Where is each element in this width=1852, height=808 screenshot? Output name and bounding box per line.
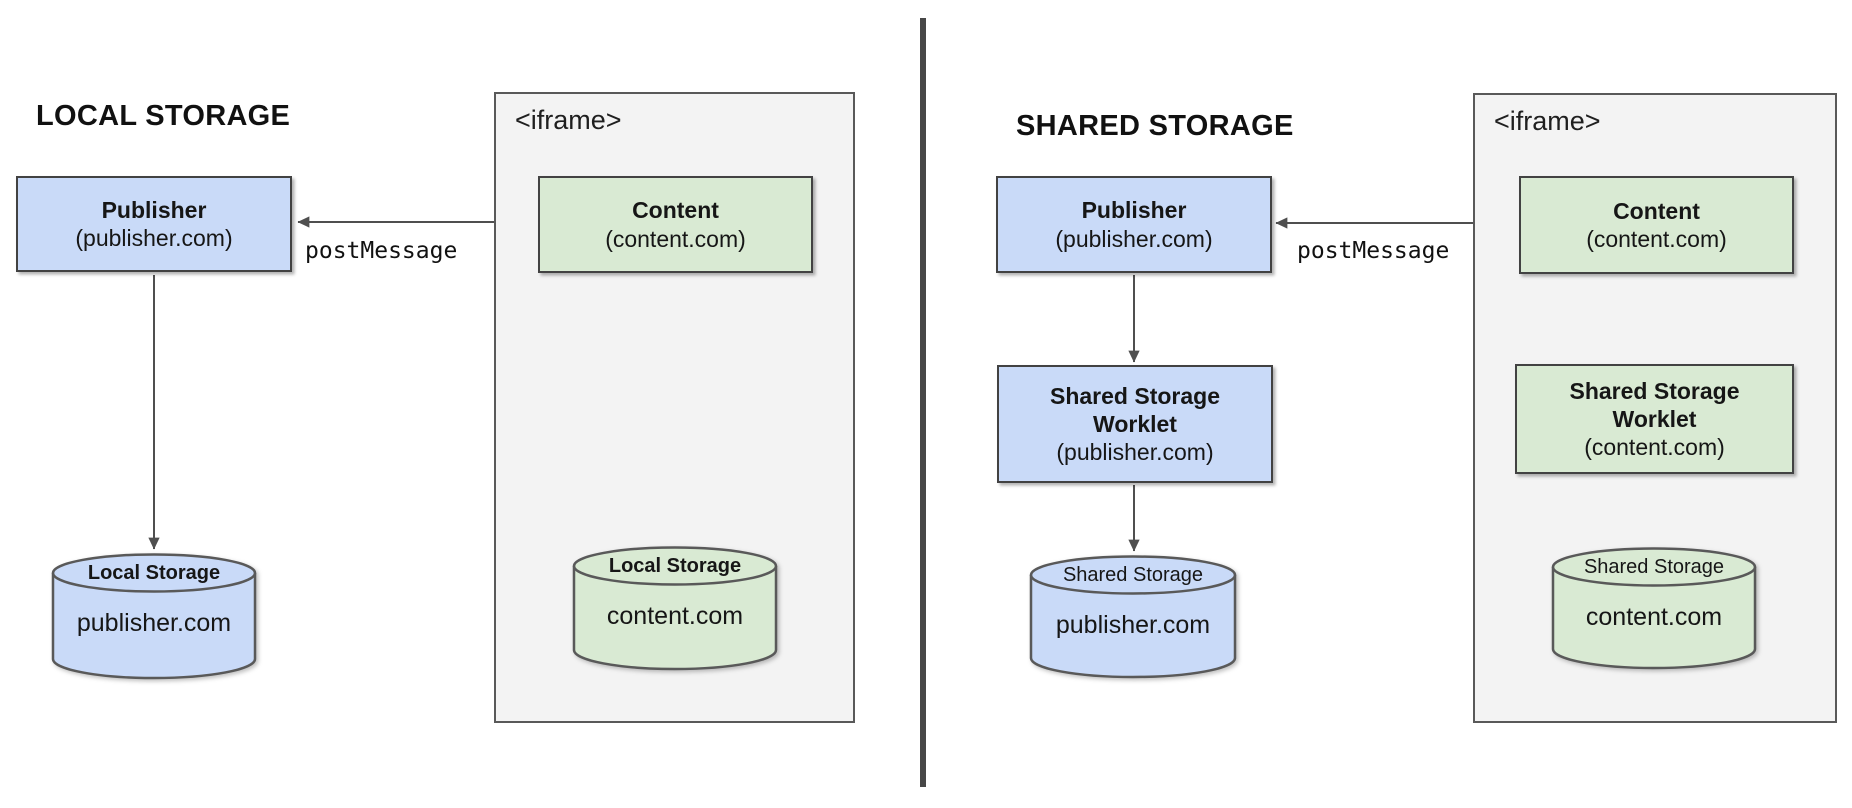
content-storage-cylinder-left: Local Storage content.com xyxy=(572,546,778,671)
publisher-box-right: Publisher (publisher.com) xyxy=(996,176,1272,273)
cylinder-origin: content.com xyxy=(606,602,744,630)
publisher-storage-cylinder-left: Local Storage publisher.com xyxy=(51,553,257,680)
cylinder-label: Shared Storage xyxy=(1583,556,1725,578)
iframe-label-right: <iframe> xyxy=(1494,106,1601,136)
publisher-storage-cylinder-right: Shared Storage publisher.com xyxy=(1029,555,1237,679)
shared-storage-title: SHARED STORAGE xyxy=(1016,110,1294,142)
local-storage-title: LOCAL STORAGE xyxy=(36,100,291,132)
content-name: Content xyxy=(632,197,719,224)
content-box-left: Content (content.com) xyxy=(538,176,813,273)
worklet-line1: Shared Storage xyxy=(1569,377,1740,404)
publisher-name: Publisher xyxy=(1081,197,1187,224)
worklet-line1: Shared Storage xyxy=(1050,382,1220,409)
publisher-origin: (publisher.com) xyxy=(75,225,233,251)
worklet-origin: (content.com) xyxy=(1584,434,1725,461)
cylinder-origin: content.com xyxy=(1585,603,1723,631)
shared-storage-worklet-box-publisher: Shared Storage Worklet (publisher.com) xyxy=(997,365,1273,483)
cylinder-label: Local Storage xyxy=(608,555,742,577)
cylinder-shape xyxy=(1551,547,1757,670)
cylinder-shape xyxy=(572,546,778,671)
worklet-line2: Worklet xyxy=(1093,410,1177,437)
cylinder-shape xyxy=(51,553,257,680)
publisher-name: Publisher xyxy=(101,196,207,223)
content-origin: (content.com) xyxy=(605,225,746,252)
content-box-right: Content (content.com) xyxy=(1519,176,1794,274)
worklet-origin: (publisher.com) xyxy=(1056,439,1214,466)
cylinder-label: Local Storage xyxy=(87,562,221,584)
cylinder-origin: publisher.com xyxy=(76,609,232,637)
publisher-box-left: Publisher (publisher.com) xyxy=(16,176,292,272)
content-name: Content xyxy=(1613,197,1700,224)
panel-divider xyxy=(920,18,926,787)
cylinder-origin: publisher.com xyxy=(1055,611,1211,639)
publisher-origin: (publisher.com) xyxy=(1055,225,1213,252)
iframe-container-right: <iframe> Content (content.com) Shared St… xyxy=(1473,93,1837,723)
cylinder-label: Shared Storage xyxy=(1062,564,1204,586)
postmessage-label-left: postMessage xyxy=(305,238,458,264)
cylinder-shape xyxy=(1029,555,1237,679)
worklet-line2: Worklet xyxy=(1612,405,1697,432)
iframe-label-left: <iframe> xyxy=(515,105,622,135)
content-storage-cylinder-right: Shared Storage content.com xyxy=(1551,547,1757,670)
postmessage-label-right: postMessage xyxy=(1297,238,1450,264)
shared-storage-worklet-box-content: Shared Storage Worklet (content.com) xyxy=(1515,364,1794,474)
content-origin: (content.com) xyxy=(1586,226,1727,252)
iframe-container-left: <iframe> Content (content.com) Local Sto… xyxy=(494,92,855,723)
